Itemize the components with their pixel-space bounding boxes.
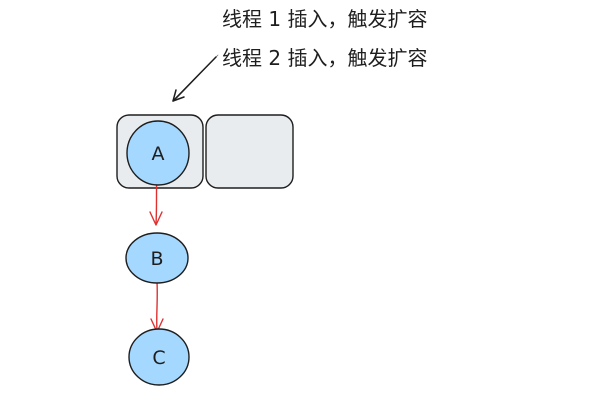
node-a-label: A [152,143,165,165]
link-arrow-b-to-c [150,281,164,333]
annotation-thread-1: 线程 1 插入，触发扩容 [222,7,427,31]
pointer-arrow [172,54,219,102]
hash-bucket-1 [205,114,294,189]
node-a: A [126,120,190,186]
node-b-label: B [150,248,163,270]
node-c: C [128,328,190,386]
annotation-thread-2: 线程 2 插入，触发扩容 [222,46,427,70]
node-c-label: C [152,347,165,369]
node-b: B [125,232,189,284]
